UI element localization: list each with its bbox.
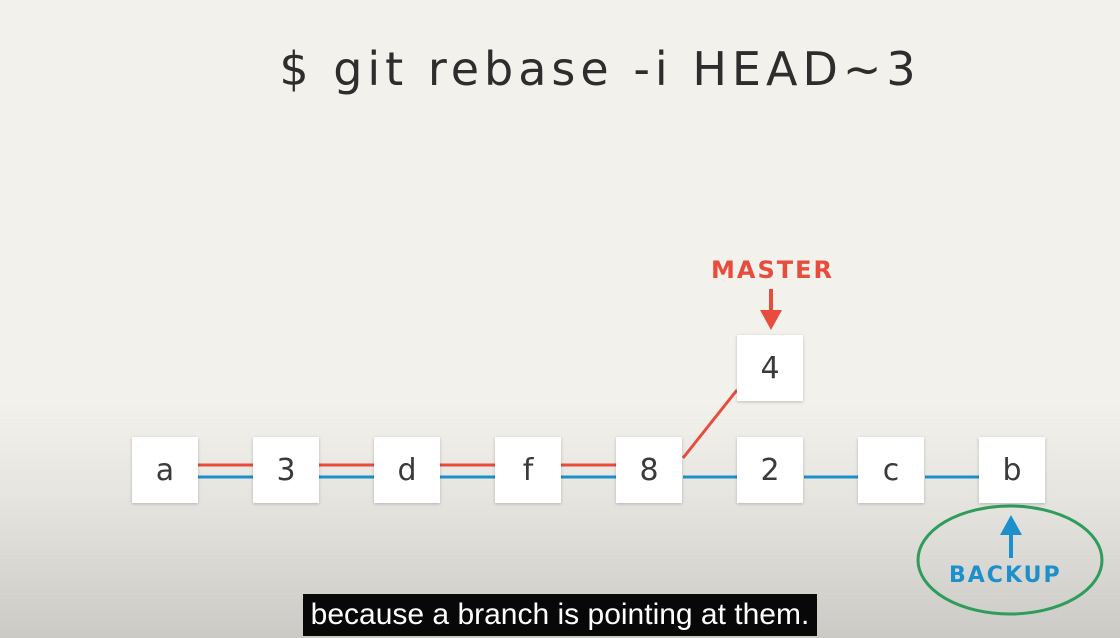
commit-node: 2 — [737, 437, 803, 503]
master-arrow-icon — [760, 289, 782, 330]
commit-node: b — [979, 437, 1045, 503]
master-branch-label: MASTER — [711, 256, 834, 284]
master-line-diagonal — [681, 389, 739, 459]
commit-node: c — [858, 437, 924, 503]
subtitle-text: because a branch is pointing at them. — [302, 594, 818, 636]
backup-highlight-ring — [916, 504, 1104, 616]
subtitle-caption: because a branch is pointing at them. — [0, 594, 1120, 636]
commit-node: 3 — [253, 437, 319, 503]
commit-node: d — [374, 437, 440, 503]
command-title: $ git rebase -i HEAD~3 — [279, 42, 921, 96]
commit-node: f — [495, 437, 561, 503]
backup-branch-label: BACKUP — [949, 563, 1062, 588]
commit-node: 8 — [616, 437, 682, 503]
commit-node: a — [132, 437, 198, 503]
backup-arrow-icon — [1000, 515, 1022, 558]
new-commit-node: 4 — [737, 335, 803, 401]
master-lines — [198, 389, 739, 467]
